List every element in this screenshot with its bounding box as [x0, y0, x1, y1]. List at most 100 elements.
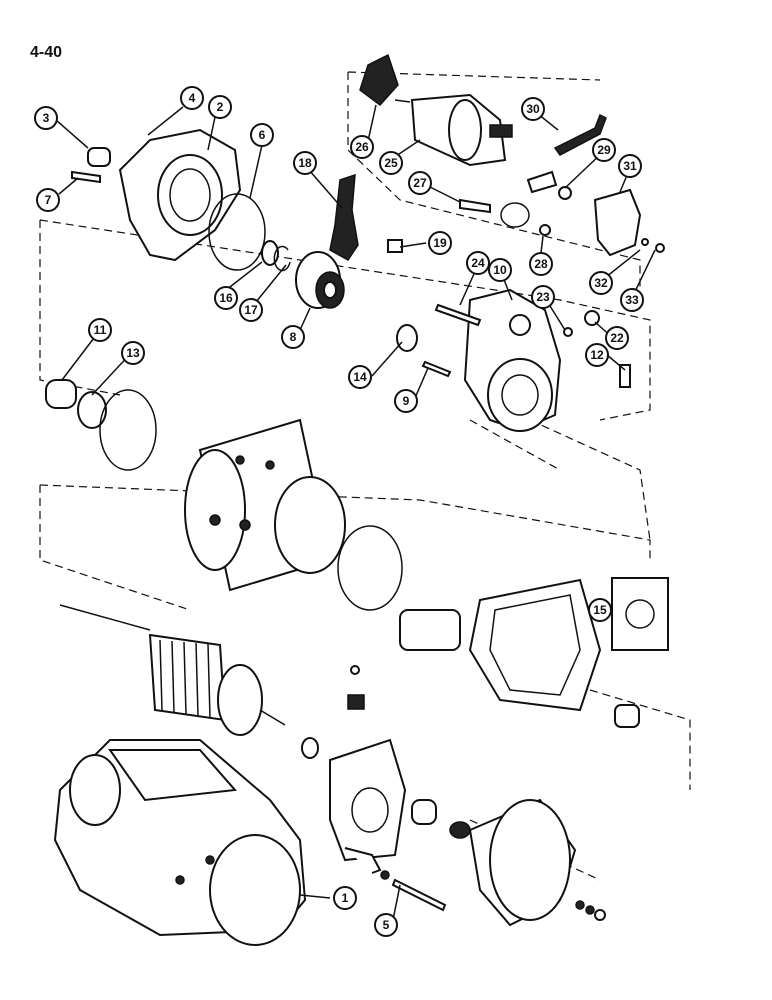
armature [59, 604, 286, 736]
svg-text:19: 19 [433, 236, 447, 250]
bushing [87, 147, 111, 167]
callout-8: 8 [281, 325, 305, 349]
o-ring-field [337, 525, 403, 611]
through-bolt [434, 303, 482, 327]
callout-29: 29 [592, 138, 616, 162]
brush-holder [301, 665, 407, 862]
seal-13 [77, 391, 107, 429]
svg-text:29: 29 [597, 143, 611, 157]
svg-text:2: 2 [217, 100, 224, 114]
callout-25: 25 [379, 151, 403, 175]
callout-3: 3 [34, 106, 58, 130]
svg-text:16: 16 [219, 291, 233, 305]
terminal-bolt [459, 198, 491, 214]
svg-text:17: 17 [244, 303, 258, 317]
washer-32 [641, 238, 649, 246]
callout-1: 1 [333, 886, 357, 910]
thrust-washer [396, 324, 418, 352]
callout-7: 7 [36, 188, 60, 212]
callout-18: 18 [293, 151, 317, 175]
svg-text:10: 10 [493, 263, 507, 277]
callout-13: 13 [121, 341, 145, 365]
svg-text:25: 25 [384, 156, 398, 170]
bracket [344, 847, 382, 874]
svg-text:9: 9 [403, 394, 410, 408]
bolt-washer [380, 870, 390, 880]
callout-17: 17 [239, 298, 263, 322]
terminal-link [553, 113, 607, 156]
callout-22: 22 [605, 326, 629, 350]
svg-text:32: 32 [594, 276, 608, 290]
callout-4: 4 [180, 86, 204, 110]
field-coil [468, 578, 602, 712]
callout-23: 23 [531, 285, 555, 309]
svg-text:1: 1 [342, 891, 349, 905]
callout-12: 12 [585, 343, 609, 367]
callout-10: 10 [488, 258, 512, 282]
field-pad [399, 609, 461, 651]
callout-14: 14 [348, 365, 372, 389]
callout-5: 5 [374, 913, 398, 937]
svg-text:4: 4 [189, 91, 196, 105]
callout-16: 16 [214, 286, 238, 310]
svg-text:24: 24 [471, 256, 485, 270]
callout-26: 26 [350, 135, 374, 159]
svg-text:6: 6 [259, 128, 266, 142]
screw-33 [655, 243, 665, 253]
terminal-cover [593, 188, 642, 257]
svg-text:23: 23 [536, 290, 550, 304]
washer-23 [563, 327, 573, 337]
lever-pivot [387, 239, 403, 253]
callout-28: 28 [529, 252, 553, 276]
bolt [71, 170, 101, 184]
callout-11: 11 [88, 318, 112, 342]
long-bolt [391, 878, 447, 912]
screw-9 [421, 360, 452, 378]
callout-9: 9 [394, 389, 418, 413]
svg-text:3: 3 [43, 111, 50, 125]
o-ring-large [208, 193, 266, 271]
callout-19: 19 [428, 231, 452, 255]
svg-text:30: 30 [526, 102, 540, 116]
callout-32: 32 [589, 271, 613, 295]
svg-text:27: 27 [413, 176, 427, 190]
shift-lever [329, 173, 359, 261]
snap-ring [273, 245, 291, 272]
o-ring-left [99, 389, 157, 471]
callout-6: 6 [250, 123, 274, 147]
svg-text:22: 22 [610, 331, 624, 345]
svg-text:28: 28 [534, 257, 548, 271]
cap-hardware [575, 900, 606, 921]
terminal-clip [526, 170, 558, 194]
inset-part-15 [611, 577, 669, 651]
svg-text:18: 18 [298, 156, 312, 170]
callout-2: 2 [208, 95, 232, 119]
commutator-end-frame [463, 288, 562, 432]
svg-text:5: 5 [383, 918, 390, 932]
svg-text:14: 14 [353, 370, 367, 384]
callout-15: 15 [588, 598, 612, 622]
terminal-strap [500, 202, 530, 228]
callout-33: 33 [620, 288, 644, 312]
end-cap [468, 798, 577, 927]
svg-text:33: 33 [625, 293, 639, 307]
svg-text:26: 26 [355, 140, 369, 154]
bushing-11 [45, 379, 77, 409]
drive-pinion [295, 251, 345, 309]
bushing-brush [411, 799, 437, 825]
field-frame [184, 418, 346, 592]
svg-text:13: 13 [126, 346, 140, 360]
plunger-boot [359, 53, 399, 107]
svg-text:12: 12 [590, 348, 604, 362]
svg-text:15: 15 [593, 603, 607, 617]
svg-text:31: 31 [623, 159, 637, 173]
nut-28 [539, 224, 551, 236]
callout-24: 24 [466, 251, 490, 275]
svg-text:11: 11 [94, 323, 107, 337]
svg-text:8: 8 [290, 330, 297, 344]
svg-text:7: 7 [45, 193, 52, 207]
nut-29 [558, 186, 572, 200]
plug-brush [449, 821, 471, 839]
drive-housing [118, 128, 242, 262]
